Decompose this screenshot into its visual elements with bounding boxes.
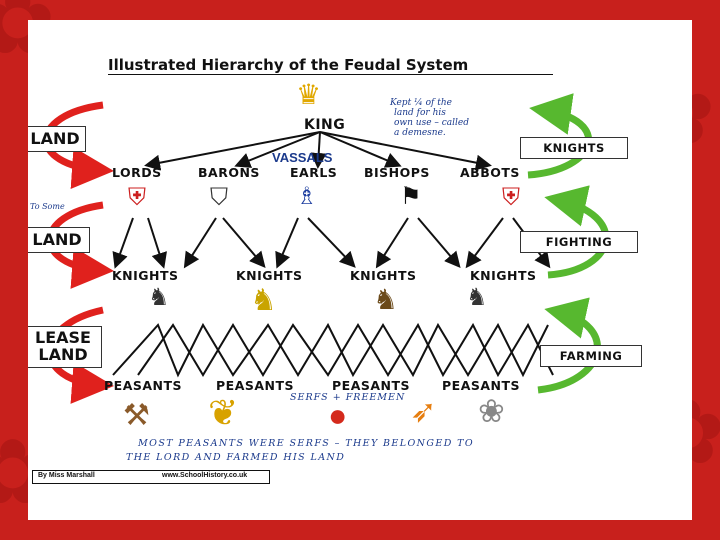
bottom-note-line: MOST PEASANTS WERE SERFS – THEY BELONGED… (138, 438, 475, 449)
footer-site: www.SchoolHistory.co.uk (162, 472, 248, 479)
nobles-to-knights-arrows (112, 217, 551, 269)
crown-icon: ♛ (296, 79, 322, 110)
label-land-top: LAND (28, 126, 86, 152)
rank-earls: EARLS (290, 165, 338, 180)
carrot-icon: ➶ (410, 393, 437, 429)
rank-peasants: PEASANTS (442, 378, 521, 393)
vassals-label: VASSALS (272, 150, 333, 165)
king-note-line: Kept ¼ of the (390, 98, 452, 108)
rank-abbots: ABBOTS (460, 165, 520, 180)
shield-icon: ⛨ (502, 184, 520, 211)
knight-icon: ♞ (250, 284, 277, 317)
rank-lords: LORDS (112, 165, 162, 180)
label-land-mid-text: LAND (32, 229, 82, 249)
diagram-sheet: Illustrated Hierarchy of the Feudal Syst… (28, 20, 692, 520)
scribble-note: To Some (30, 202, 65, 211)
shield-icon: ⛨ (128, 184, 146, 211)
rank-barons: BARONS (198, 165, 260, 180)
king-note-line: land for his (394, 108, 446, 118)
footer-author: By Miss Marshall (38, 472, 95, 479)
rank-bishops: BISHOPS (364, 165, 430, 180)
rank-knights: KNIGHTS (350, 268, 417, 283)
label-lease-text: LEASE (35, 328, 91, 348)
shield-icon: ⛉ (210, 184, 228, 211)
label-farming: FARMING (540, 345, 642, 367)
title-underline (108, 74, 553, 75)
label-land-text: LAND (38, 345, 88, 364)
king-label: KING (304, 117, 346, 133)
king-note-line: own use – called (394, 118, 469, 128)
rank-knights: KNIGHTS (470, 268, 537, 283)
spade-icon: ⚒ (123, 399, 150, 432)
tomato-icon: ● (328, 397, 348, 433)
king-note-line: a demesne. (394, 128, 446, 138)
knight-icon: ♞ (148, 284, 170, 311)
rank-peasants: PEASANTS (216, 378, 295, 393)
footer-bar (32, 470, 270, 484)
serfs-freemen-label: SERFS + FREEMEN (290, 392, 406, 403)
hen-icon: ❀ (478, 393, 505, 429)
bottom-note-line: THE LORD AND FARMED HIS LAND (126, 452, 346, 463)
rank-peasants: PEASANTS (332, 378, 411, 393)
mitre-bishop-icon: ♗ (296, 183, 318, 210)
label-knights: KNIGHTS (520, 137, 628, 159)
knight-icon: ♞ (373, 284, 399, 315)
king-to-nobles-arrows (144, 131, 492, 171)
knight-icon: ♞ (466, 284, 488, 311)
knights-to-peasants-lines (112, 322, 554, 378)
rank-knights: KNIGHTS (236, 268, 303, 283)
diagram-title: Illustrated Hierarchy of the Feudal Syst… (108, 56, 469, 74)
label-fighting: FIGHTING (520, 231, 638, 253)
banner-icon: ⚑ (400, 183, 422, 210)
label-land-mid: LAND (28, 227, 90, 253)
rank-knights: KNIGHTS (112, 268, 179, 283)
label-lease-land: LEASE LAND (28, 326, 102, 368)
rank-peasants: PEASANTS (104, 378, 183, 393)
wheat-icon: ❦ (208, 392, 239, 433)
